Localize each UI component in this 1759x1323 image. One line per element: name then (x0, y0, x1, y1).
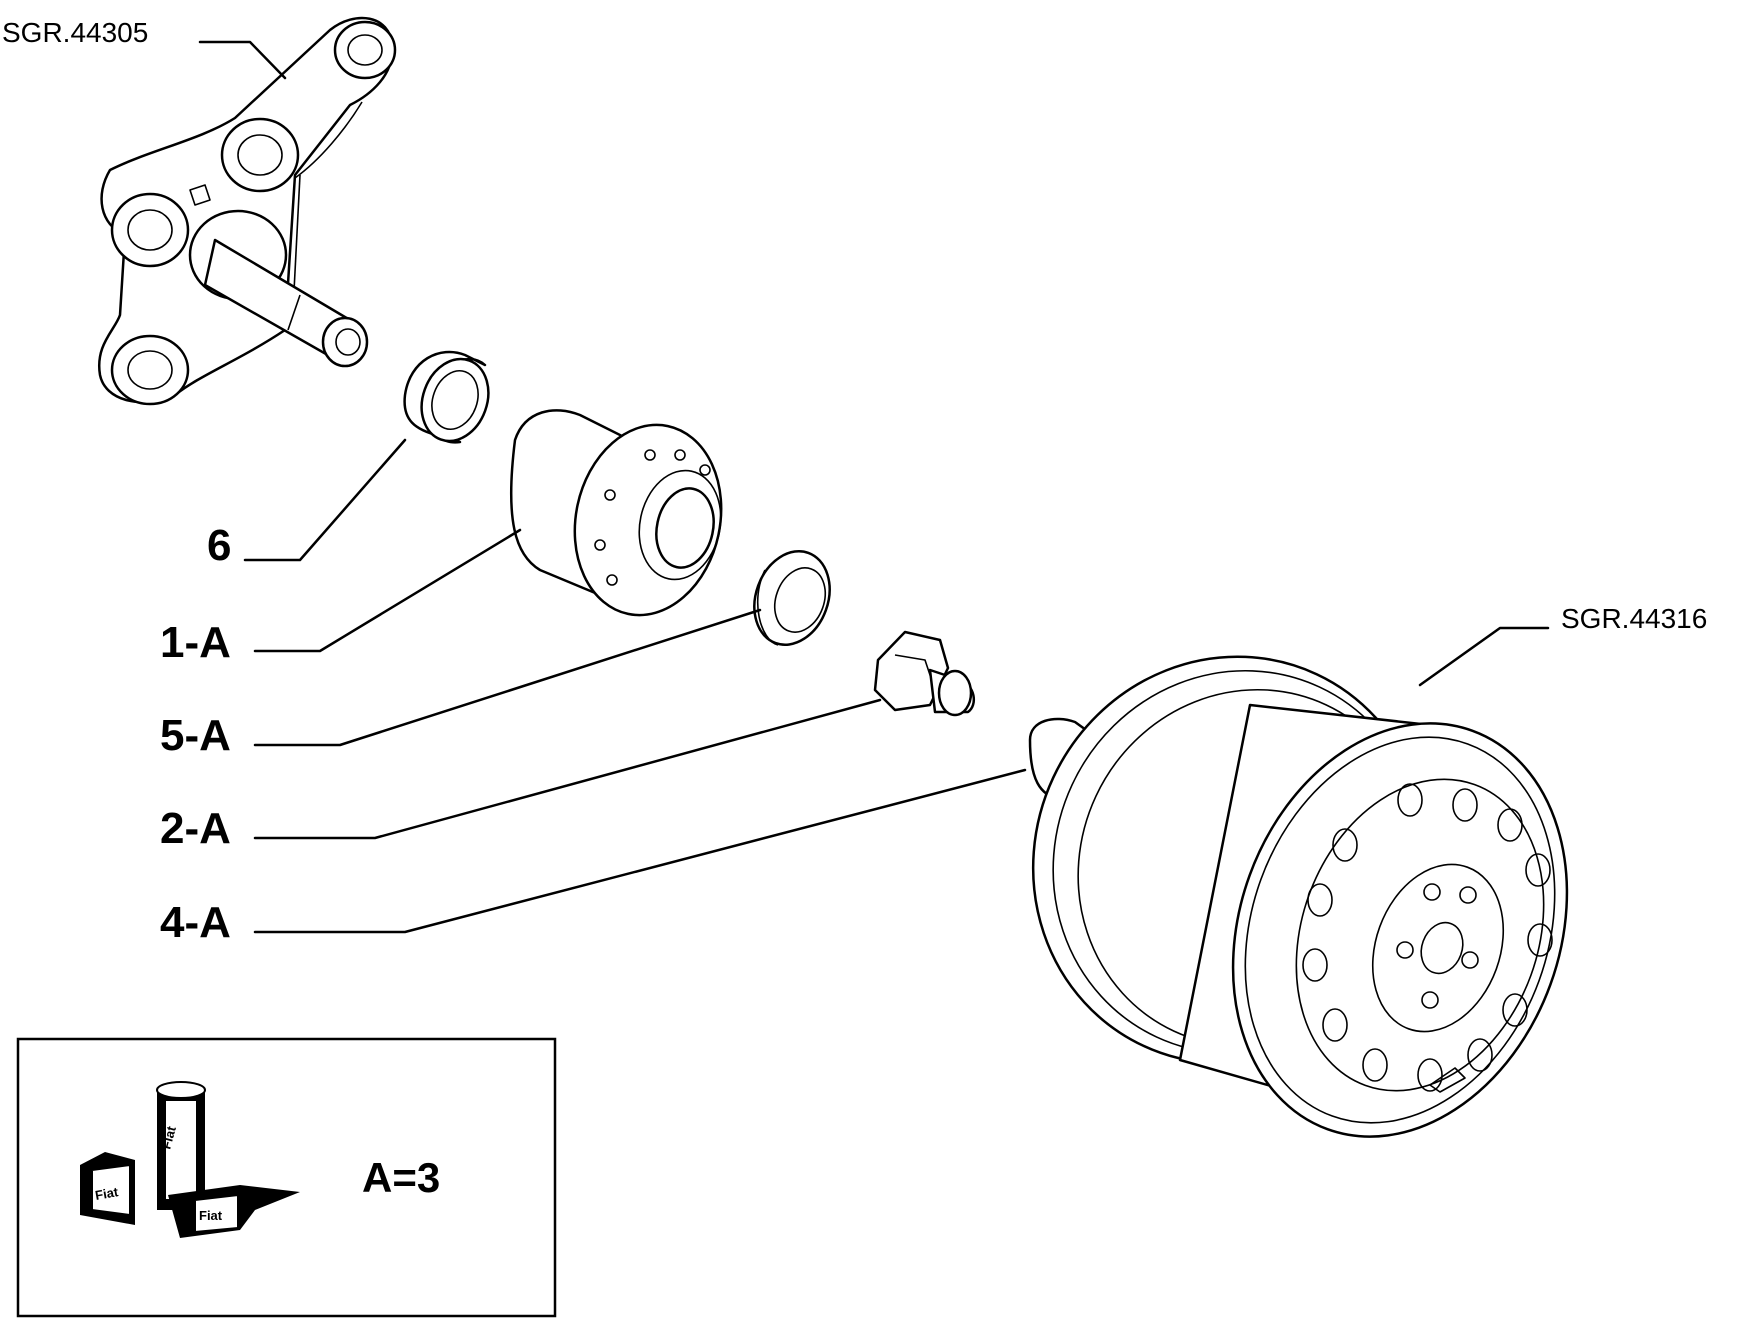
lubricant-products-icon: Fiat Fiat Fiat (80, 1081, 300, 1238)
leader-6 (243, 438, 407, 562)
callout-6: 6 (207, 521, 231, 570)
leader-1a (253, 528, 522, 653)
wheel-rim-drawing (1031, 655, 1569, 1138)
product-mark-2: Fiat (158, 1124, 179, 1151)
callout-2a: 2-A (160, 804, 231, 853)
nut-2a-drawing (873, 630, 976, 717)
leader-2a (253, 698, 882, 840)
leader-sgr-44316 (1418, 626, 1550, 687)
quantity-legend: Fiat Fiat Fiat A=3 (16, 1037, 557, 1318)
product-mark-1: Fiat (94, 1184, 120, 1203)
ref-hub-carrier: SGR.44305 (2, 17, 148, 48)
callout-1a: 1-A (160, 618, 231, 667)
leader-4a (253, 768, 1027, 934)
leader-5a (253, 608, 762, 747)
bearing-5a-drawing (753, 549, 831, 647)
quantity-label: A=3 (362, 1154, 440, 1201)
leader-sgr-44305 (198, 40, 287, 80)
callout-5a: 5-A (160, 711, 231, 760)
hub-1a-drawing (509, 409, 723, 617)
bearing-6-drawing (403, 350, 490, 444)
callout-4a: 4-A (160, 898, 231, 947)
leader-lines (198, 40, 1550, 934)
ref-wheel: SGR.44316 (1561, 603, 1707, 634)
product-mark-3: Fiat (199, 1208, 223, 1223)
hub-carrier-drawing (97, 16, 397, 406)
